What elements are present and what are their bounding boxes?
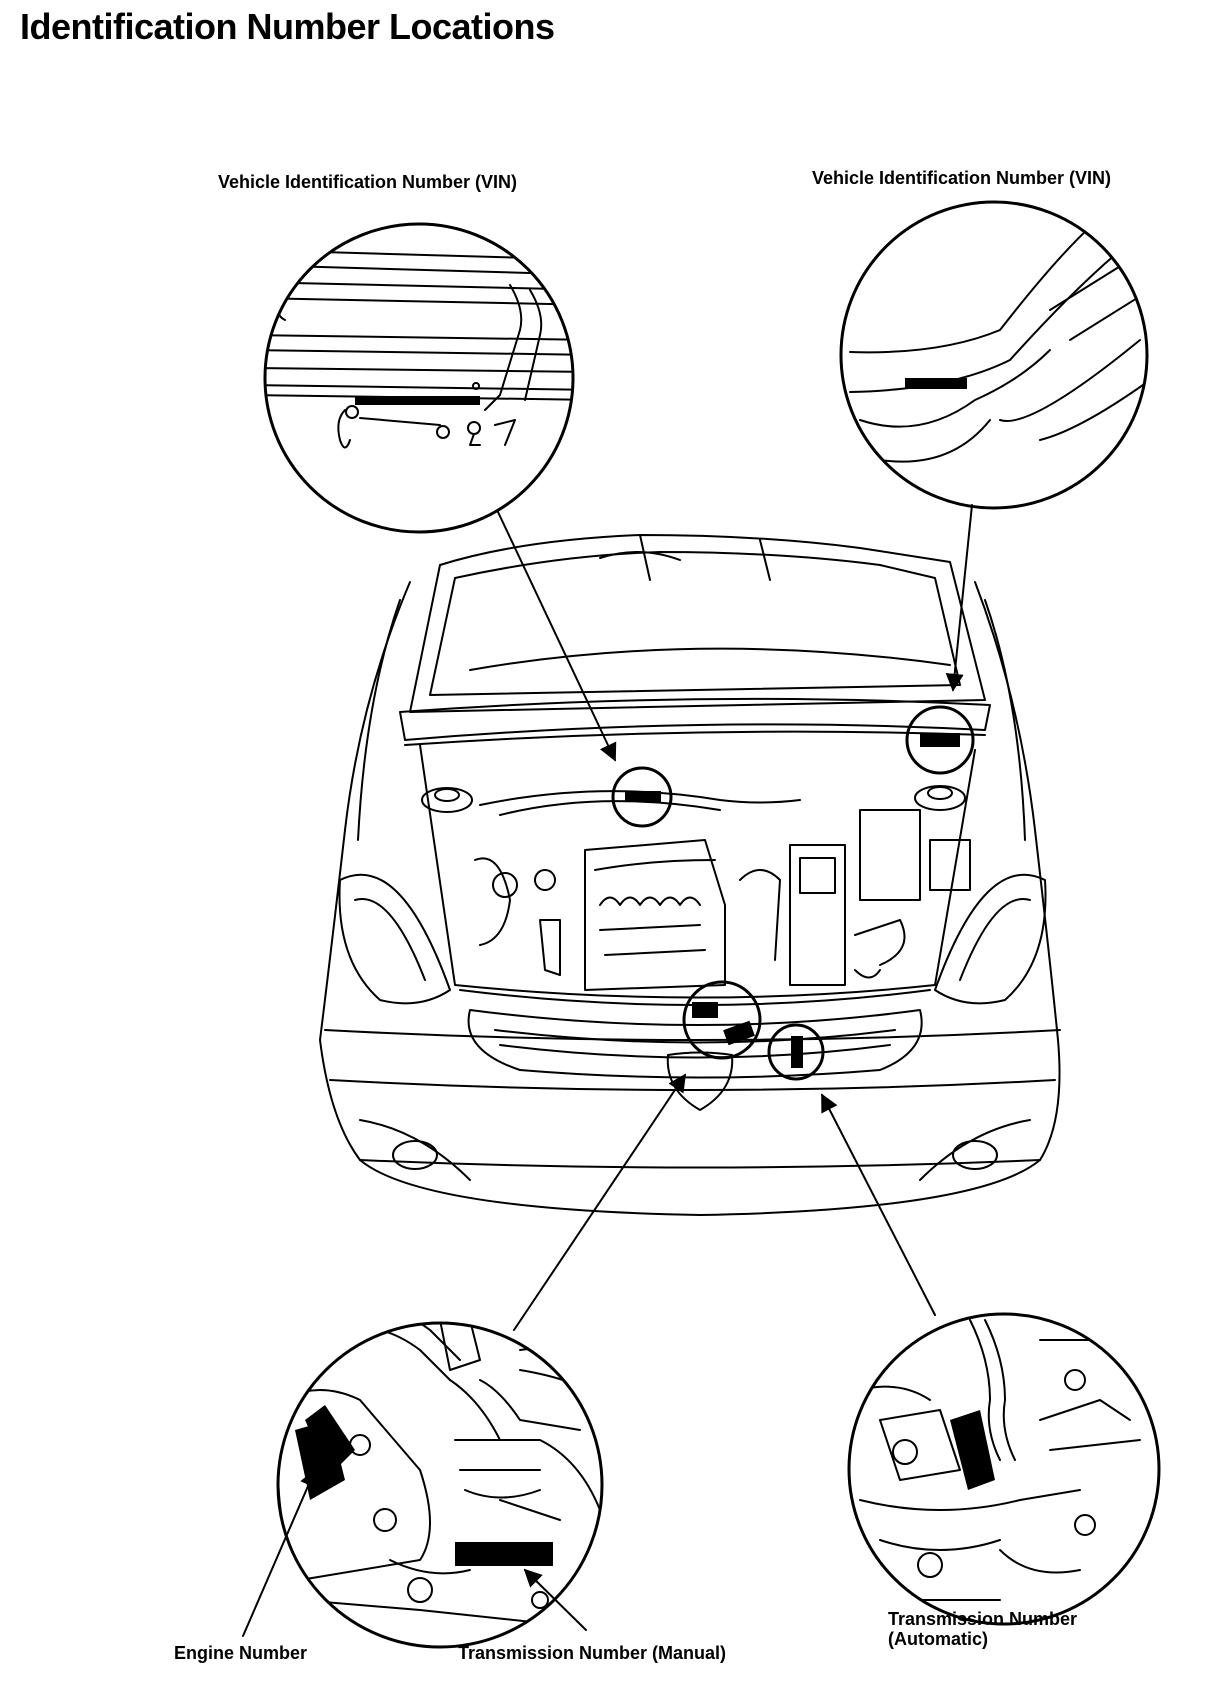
transmission-manual-label: Transmission Number (Manual) <box>458 1643 727 1663</box>
engine-number-label: Engine Number <box>174 1643 308 1663</box>
transmission-auto-location-marker <box>767 1023 825 1081</box>
vin-location-marker-right <box>905 705 975 775</box>
car-front-illustration <box>319 534 1061 1216</box>
vin-detail-circle-left <box>263 222 575 534</box>
vin-location-marker-center <box>611 766 673 828</box>
leader-arrows <box>242 504 973 1637</box>
transmission-automatic-label-line2: (Automatic) <box>888 1629 988 1649</box>
engine-location-marker <box>682 980 762 1060</box>
transmission-automatic-label-line1: Transmission Number <box>888 1609 1078 1629</box>
vin-left-label: Vehicle Identification Number (VIN) <box>218 172 518 192</box>
vin-detail-circle-right <box>839 200 1149 510</box>
vin-right-label: Vehicle Identification Number (VIN) <box>812 168 1112 188</box>
transmission-auto-detail-circle <box>847 1312 1161 1626</box>
engine-detail-circle <box>276 1321 604 1649</box>
page-title: Identification Number Locations <box>20 6 555 47</box>
